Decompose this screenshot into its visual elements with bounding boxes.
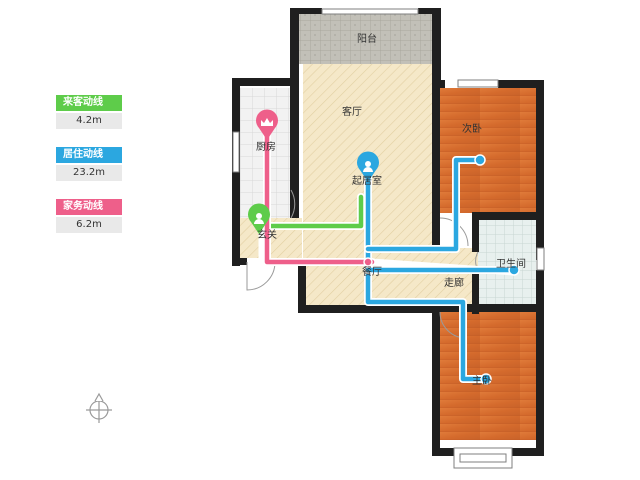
housework-route: [264, 129, 375, 265]
legend-housework-value: 6.2m: [56, 217, 122, 233]
room-label-bathroom: 卫生间: [496, 259, 526, 270]
room-label-master-bedroom: 主卧: [472, 376, 492, 387]
room-label-sitting-room: 起居室: [352, 176, 382, 187]
bathroom-floor: [478, 220, 536, 305]
room-label-corridor: 走廊: [444, 278, 464, 289]
room-label-balcony: 阳台: [357, 34, 377, 45]
route-endpoints: [363, 154, 520, 385]
legend-resident-value: 23.2m: [56, 165, 122, 181]
entrance-pin-icon: [248, 203, 270, 234]
user-pin-icon: [356, 151, 379, 182]
compass-icon: [86, 392, 112, 423]
legend-visitor-label: 来客动线: [56, 95, 122, 111]
room-label-dining: 餐厅: [362, 267, 382, 278]
windows: [232, 8, 545, 469]
balcony-floor: [292, 14, 440, 64]
room-label-kitchen: 厨房: [256, 142, 276, 153]
legend-housework: 家务动线 6.2m: [56, 199, 122, 233]
legend-visitor-value: 4.2m: [56, 113, 122, 129]
legend-resident-label: 居住动线: [56, 147, 122, 163]
movement-routes: [255, 128, 518, 383]
visitor-route: [256, 194, 364, 229]
legend-visitor: 来客动线 4.2m: [56, 95, 122, 129]
resident-route-second: [365, 157, 483, 252]
legend-resident: 居住动线 23.2m: [56, 147, 122, 181]
room-label-entrance: 玄关: [257, 230, 277, 241]
room-label-living-room: 客厅: [342, 107, 362, 118]
room-label-second-bedroom: 次卧: [462, 124, 482, 135]
crown-pin-icon: [256, 109, 278, 140]
legend-housework-label: 家务动线: [56, 199, 122, 215]
